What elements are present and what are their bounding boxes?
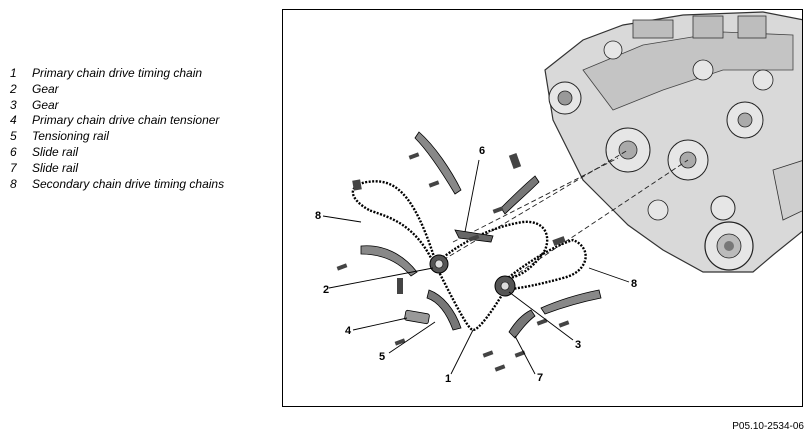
callout-8-right: 8 xyxy=(631,278,637,290)
legend-number: 5 xyxy=(10,129,17,144)
legend-number: 6 xyxy=(10,144,17,159)
timing-chain-illustration: 1 2 3 4 5 6 7 8 8 xyxy=(315,11,802,385)
legend-label: Primary chain drive chain tensioner xyxy=(32,113,220,128)
legend-item: 2 Gear xyxy=(10,82,270,98)
callout-3: 3 xyxy=(575,339,581,351)
legend-label: Gear xyxy=(32,81,59,96)
legend-label: Slide rail xyxy=(32,160,79,175)
callout-4: 4 xyxy=(345,325,352,337)
gear-3 xyxy=(494,275,516,297)
engine-block xyxy=(544,11,802,273)
callout-5: 5 xyxy=(379,351,385,363)
legend-label: Gear xyxy=(32,97,59,112)
tensioning-rail-5 xyxy=(426,289,462,331)
callout-1: 1 xyxy=(445,373,451,385)
callout-6: 6 xyxy=(479,145,485,157)
legend-item: 8 Secondary chain drive timing chains xyxy=(10,177,270,193)
gear-2 xyxy=(429,254,449,274)
legend-number: 7 xyxy=(10,160,17,175)
legend-item: 6 Slide rail xyxy=(10,145,270,161)
legend-label: Secondary chain drive timing chains xyxy=(32,176,225,191)
legend-label: Tensioning rail xyxy=(32,129,109,144)
legend-label: Slide rail xyxy=(32,144,79,159)
chain-tensioner-4 xyxy=(404,309,430,325)
timing-chains xyxy=(351,180,587,332)
callout-7: 7 xyxy=(537,372,543,384)
figure-frame: 1 2 3 4 5 6 7 8 8 xyxy=(282,9,803,407)
small-parts xyxy=(336,152,570,372)
figure-id: P05.10-2534-06 xyxy=(732,421,804,432)
legend-item: 3 Gear xyxy=(10,98,270,114)
legend-number: 4 xyxy=(10,113,17,128)
legend-label: Primary chain drive timing chain xyxy=(32,66,203,80)
upper-rail-left xyxy=(414,131,462,195)
callout-8-left: 8 xyxy=(315,210,321,222)
legend-item: 1 Primary chain drive timing chain xyxy=(10,66,270,82)
legend-number: 2 xyxy=(10,81,17,96)
slide-rail-7 xyxy=(508,309,536,339)
right-rail xyxy=(540,289,602,315)
legend-number: 3 xyxy=(10,97,17,112)
legend-number: 8 xyxy=(10,176,17,191)
lower-left-rail xyxy=(360,245,418,277)
legend-item: 5 Tensioning rail xyxy=(10,129,270,145)
callout-2: 2 xyxy=(323,284,329,296)
legend-item: 4 Primary chain drive chain tensioner xyxy=(10,113,270,129)
legend-number: 1 xyxy=(10,66,17,80)
callout-leaders xyxy=(322,159,630,375)
legend-item: 7 Slide rail xyxy=(10,161,270,177)
